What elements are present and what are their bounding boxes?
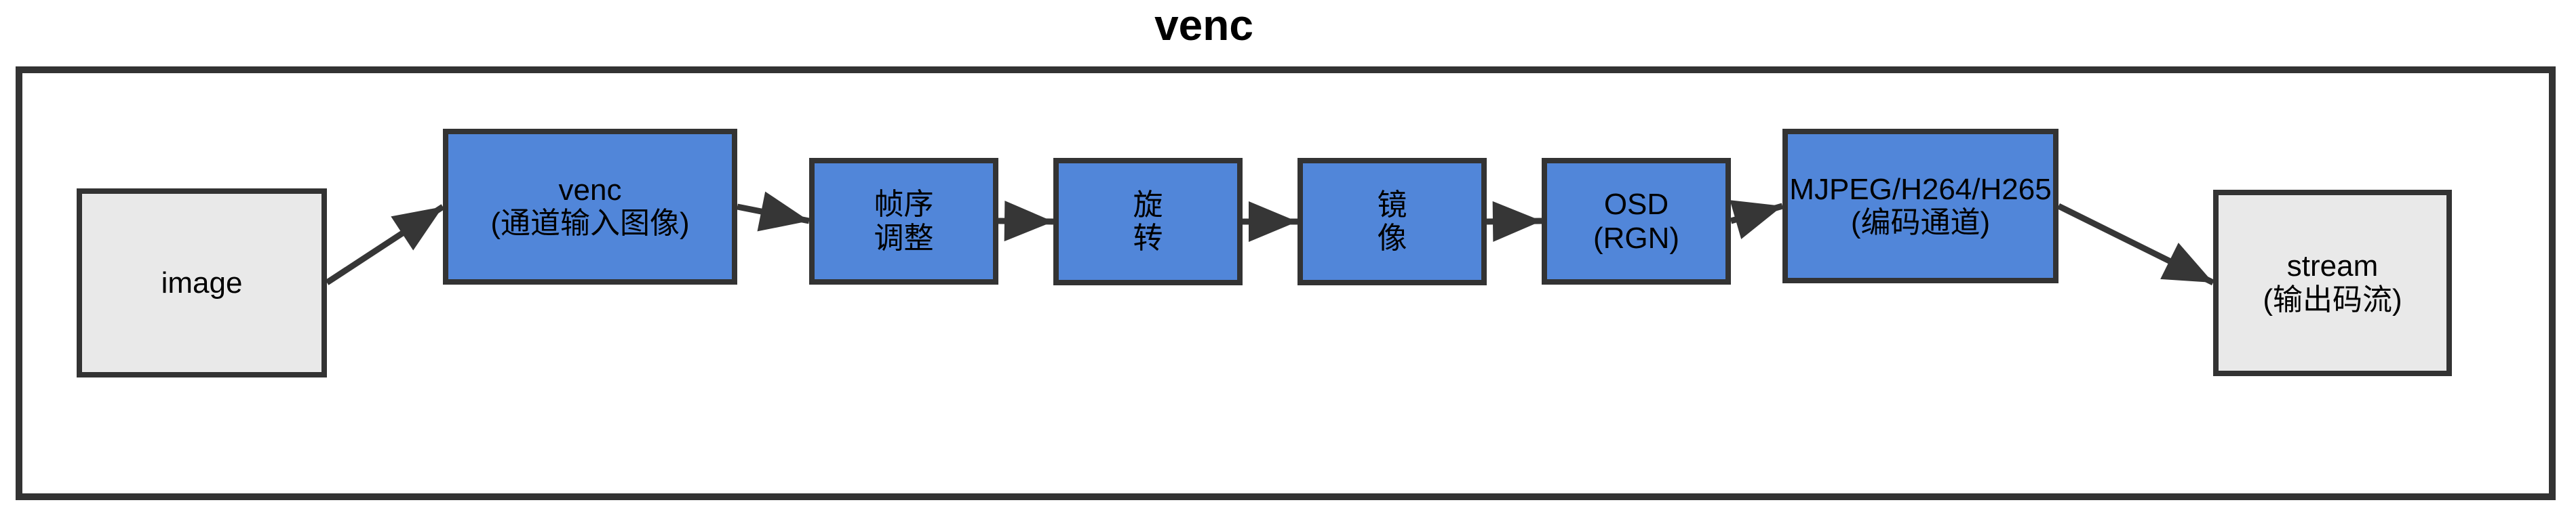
node-image-label: image bbox=[161, 266, 243, 300]
node-osd-label: OSD bbox=[1603, 188, 1669, 222]
node-encoder-sublabel: (编码通道) bbox=[1850, 206, 1991, 239]
node-frame-order-label: 帧序 bbox=[874, 188, 934, 222]
node-venc-label: venc bbox=[558, 173, 622, 207]
node-osd-sublabel: (RGN) bbox=[1593, 221, 1680, 255]
node-mirror-sublabel: 像 bbox=[1377, 222, 1407, 255]
node-mirror-label: 镜 bbox=[1377, 188, 1407, 222]
venc-module-boundary bbox=[16, 66, 2556, 500]
node-image: image bbox=[77, 188, 327, 377]
node-osd-rgn: OSD (RGN) bbox=[1542, 158, 1731, 285]
node-rotate-label: 旋 bbox=[1133, 188, 1163, 222]
node-rotate: 旋 转 bbox=[1053, 158, 1243, 285]
node-venc-sublabel: (通道输入图像) bbox=[490, 207, 690, 240]
diagram-title: venc bbox=[1154, 1, 1253, 49]
node-venc-channel-input: venc (通道输入图像) bbox=[443, 129, 737, 285]
node-stream-label: stream bbox=[2286, 249, 2379, 283]
node-mirror: 镜 像 bbox=[1297, 158, 1487, 285]
node-encoder-channel: MJPEG/H264/H265 (编码通道) bbox=[1782, 129, 2058, 283]
node-stream-sublabel: (输出码流) bbox=[2263, 283, 2402, 316]
node-frame-order-adjust: 帧序 调整 bbox=[809, 158, 998, 285]
node-frame-order-sublabel: 调整 bbox=[874, 221, 934, 255]
node-encoder-label: MJPEG/H264/H265 bbox=[1789, 172, 2052, 206]
node-stream: stream (输出码流) bbox=[2213, 190, 2452, 376]
node-rotate-sublabel: 转 bbox=[1133, 222, 1163, 255]
